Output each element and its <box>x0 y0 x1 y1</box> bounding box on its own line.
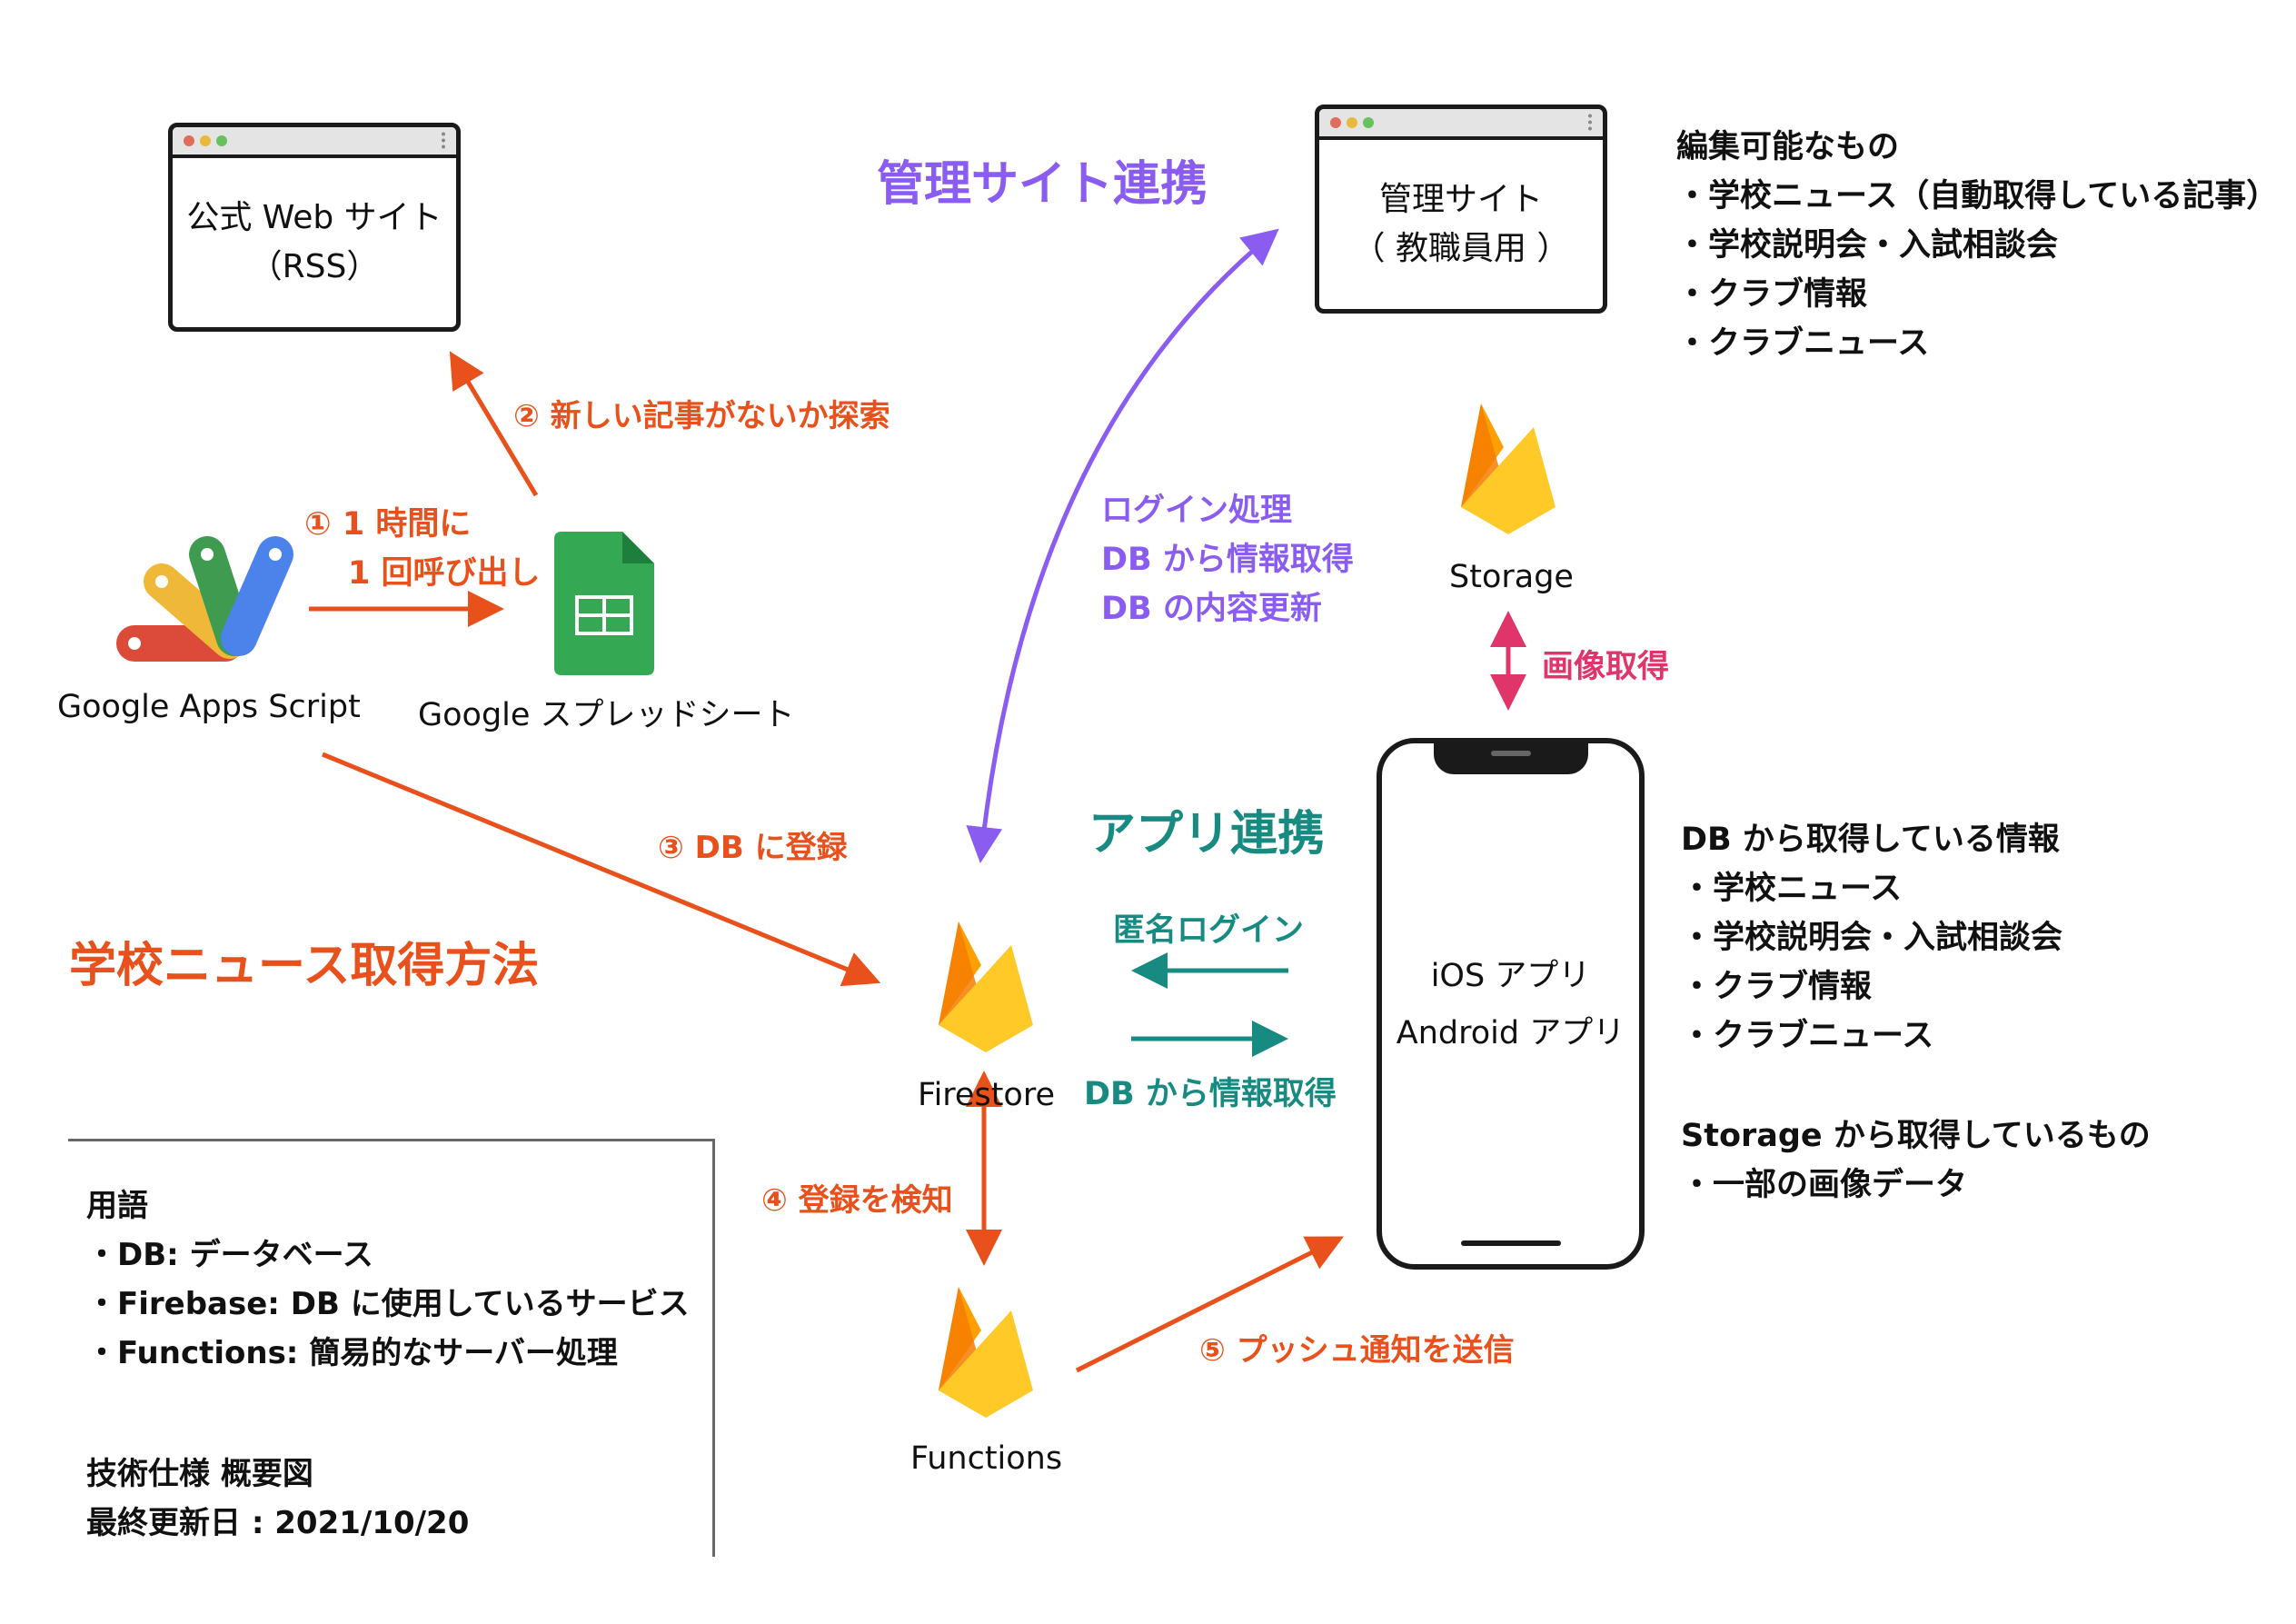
glossary-item: ・Firebase: DB に使用しているサービス <box>86 1286 690 1322</box>
storage-info-heading: Storage から取得しているもの <box>1681 1118 2151 1154</box>
more-icon <box>1588 113 1592 133</box>
step4-label: ④ 登録を検知 <box>761 1182 953 1219</box>
storage-firebase-icon <box>1461 404 1556 534</box>
app-link-title: アプリ連携 <box>1088 807 1326 862</box>
official-site-line1: 公式 Web サイト <box>186 199 442 236</box>
gas-label: Google Apps Script <box>57 689 361 725</box>
window-titlebar <box>1319 109 1603 140</box>
close-dot-icon <box>184 135 194 146</box>
glossary-item: ・Functions: 簡易的なサーバー処理 <box>86 1335 618 1371</box>
maximize-dot-icon <box>216 135 227 146</box>
admin-op: DB の内容更新 <box>1101 591 1322 627</box>
minimize-dot-icon <box>1347 117 1357 128</box>
step2-label: ② 新しい記事がないか探索 <box>513 398 890 434</box>
footer-updated: 最終更新日 : 2021/10/20 <box>86 1505 470 1541</box>
official-site-line2: （RSS） <box>249 248 380 285</box>
smartphone: iOS アプリ Android アプリ <box>1377 738 1645 1270</box>
footer-info: 技術仕様 概要図 最終更新日 : 2021/10/20 <box>86 1450 469 1548</box>
sheets-label: Google スプレッドシート <box>418 697 795 733</box>
glossary-item: ・DB: データベース <box>86 1237 373 1273</box>
editable-list: 編集可能なもの ・学校ニュース（自動取得している記事） ・学校説明会・入試相談会… <box>1676 123 2278 368</box>
editable-item: ・学校説明会・入試相談会 <box>1676 227 2059 264</box>
legend-box <box>68 1139 715 1557</box>
storage-label: Storage <box>1449 559 1574 595</box>
footer-title: 技術仕様 概要図 <box>86 1456 313 1492</box>
db-info-list: DB から取得している情報 ・学校ニュース ・学校説明会・入試相談会 ・クラブ情… <box>1681 815 2062 1061</box>
phone-line1: iOS アプリ <box>1430 958 1591 994</box>
step3-label: ③ DB に登録 <box>658 830 848 866</box>
functions-firebase-icon <box>939 1287 1033 1418</box>
step1-line2: 1 回呼び出し <box>348 555 541 592</box>
editable-heading: 編集可能なもの <box>1676 129 1900 165</box>
window-titlebar <box>173 127 456 158</box>
news-method-title: 学校ニュース取得方法 <box>69 939 540 993</box>
step1-line1: ① 1 時間に <box>304 506 472 543</box>
official-site-window: 公式 Web サイト （RSS） <box>168 123 461 332</box>
editable-item: ・クラブニュース <box>1676 325 1930 362</box>
admin-site-window: 管理サイト （ 教職員用 ） <box>1315 105 1607 314</box>
admin-op: ログイン処理 <box>1101 493 1293 529</box>
glossary-heading: 用語 <box>86 1188 148 1224</box>
db-info-item: ・クラブ情報 <box>1681 969 1873 1005</box>
functions-label: Functions <box>910 1440 1063 1477</box>
step5-label: ⑤ プッシュ通知を送信 <box>1199 1332 1515 1369</box>
close-dot-icon <box>1330 117 1341 128</box>
db-fetch-label: DB から情報取得 <box>1084 1076 1337 1112</box>
arrow-step2 <box>449 351 539 497</box>
firestore-label: Firestore <box>918 1077 1055 1113</box>
db-info-item: ・学校説明会・入試相談会 <box>1681 920 2063 956</box>
arrow-admin-link <box>966 228 1279 863</box>
db-info-heading: DB から取得している情報 <box>1681 822 2060 858</box>
editable-item: ・学校ニュース（自動取得している記事） <box>1676 178 2279 214</box>
admin-op: DB から情報取得 <box>1101 542 1354 578</box>
phone-speaker <box>1490 751 1531 756</box>
phone-notch <box>1433 738 1588 774</box>
storage-info-list: Storage から取得しているもの ・一部の画像データ <box>1681 1111 2151 1210</box>
arrow-step5 <box>1075 1236 1344 1373</box>
admin-link-title: 管理サイト連携 <box>877 157 1208 212</box>
editable-item: ・クラブ情報 <box>1676 276 1868 313</box>
image-fetch-label: 画像取得 <box>1542 649 1670 685</box>
db-info-item: ・クラブニュース <box>1681 1018 1934 1054</box>
admin-site-line1: 管理サイト <box>1378 181 1543 218</box>
phone-line2: Android アプリ <box>1396 1015 1625 1051</box>
anon-login-label: 匿名ログイン <box>1113 912 1305 949</box>
minimize-dot-icon <box>200 135 211 146</box>
glossary-list: 用語 ・DB: データベース ・Firebase: DB に使用しているサービス… <box>86 1181 690 1378</box>
step1-label: ① 1 時間に 1 回呼び出し <box>304 500 541 598</box>
admin-ops-list: ログイン処理 DB から情報取得 DB の内容更新 <box>1101 486 1354 633</box>
google-sheets-icon <box>554 532 654 675</box>
arrow-step3 <box>322 752 881 987</box>
google-apps-script-icon <box>116 536 293 662</box>
firestore-firebase-icon <box>939 922 1033 1052</box>
storage-info-item: ・一部の画像データ <box>1681 1167 1968 1203</box>
more-icon <box>442 131 445 151</box>
maximize-dot-icon <box>1363 117 1374 128</box>
phone-home-bar <box>1460 1240 1561 1246</box>
admin-site-line2: （ 教職員用 ） <box>1352 230 1570 267</box>
db-info-item: ・学校ニュース <box>1681 871 1903 907</box>
